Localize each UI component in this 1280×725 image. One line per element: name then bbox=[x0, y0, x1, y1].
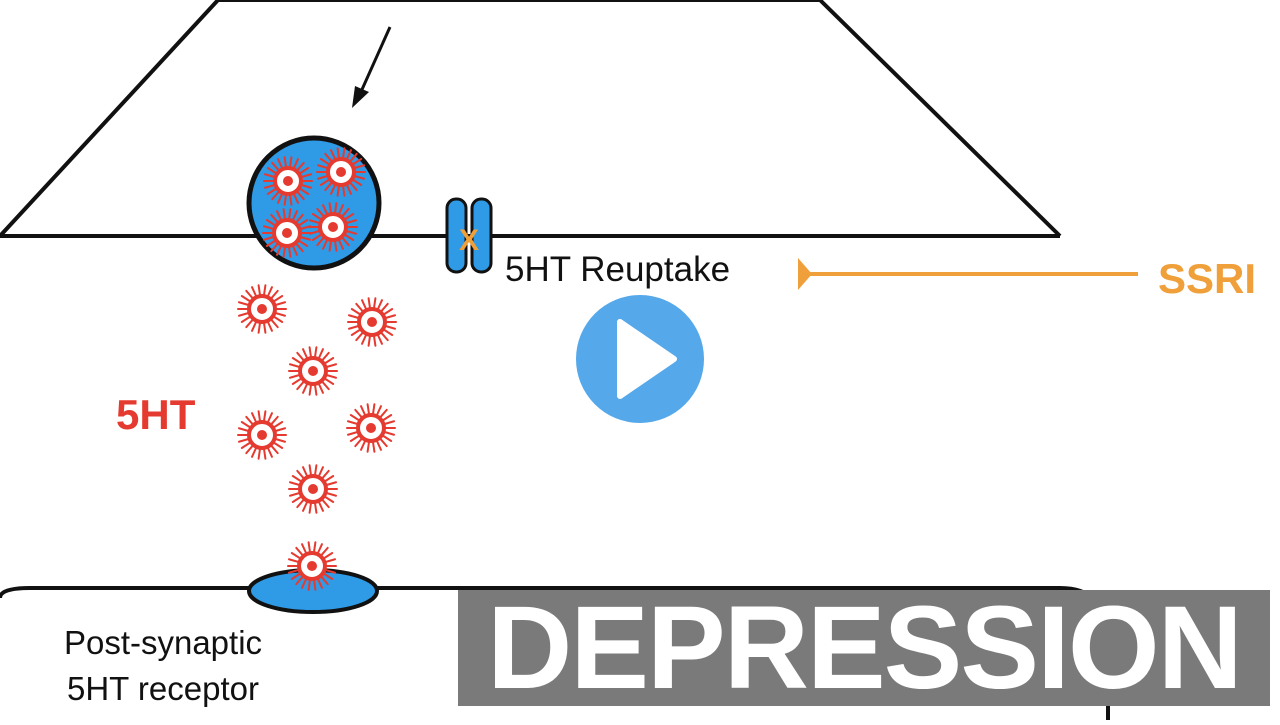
serotonin-molecule-icon bbox=[236, 409, 288, 461]
transporter-block-mark: X bbox=[459, 224, 479, 257]
play-button[interactable] bbox=[568, 287, 712, 431]
receptor-label-line2: 5HT receptor bbox=[67, 670, 259, 707]
serotonin-label: 5HT bbox=[116, 391, 196, 438]
serotonin-molecule-icon bbox=[346, 296, 398, 348]
vesicle-arrow bbox=[352, 26, 392, 108]
ssri-label: SSRI bbox=[1158, 255, 1257, 302]
synaptic-vesicle bbox=[246, 135, 382, 271]
play-icon bbox=[617, 319, 677, 399]
serotonin-molecule-icon bbox=[287, 463, 339, 515]
serotonin-molecule-icon bbox=[236, 283, 288, 335]
serotonin-molecule-icon bbox=[287, 345, 339, 397]
receptor-label-line1: Post-synaptic bbox=[63, 624, 263, 661]
presynaptic-terminal-outline bbox=[0, 0, 1062, 238]
receptor-label: Post-synaptic 5HT receptor bbox=[38, 620, 288, 712]
title-banner: DEPRESSION bbox=[458, 590, 1270, 706]
reuptake-transporter: X bbox=[445, 197, 493, 274]
serotonin-molecule-icon bbox=[345, 402, 397, 454]
reuptake-label: 5HT Reuptake bbox=[505, 250, 731, 289]
ssri-inhibition-arrow bbox=[798, 258, 1138, 290]
